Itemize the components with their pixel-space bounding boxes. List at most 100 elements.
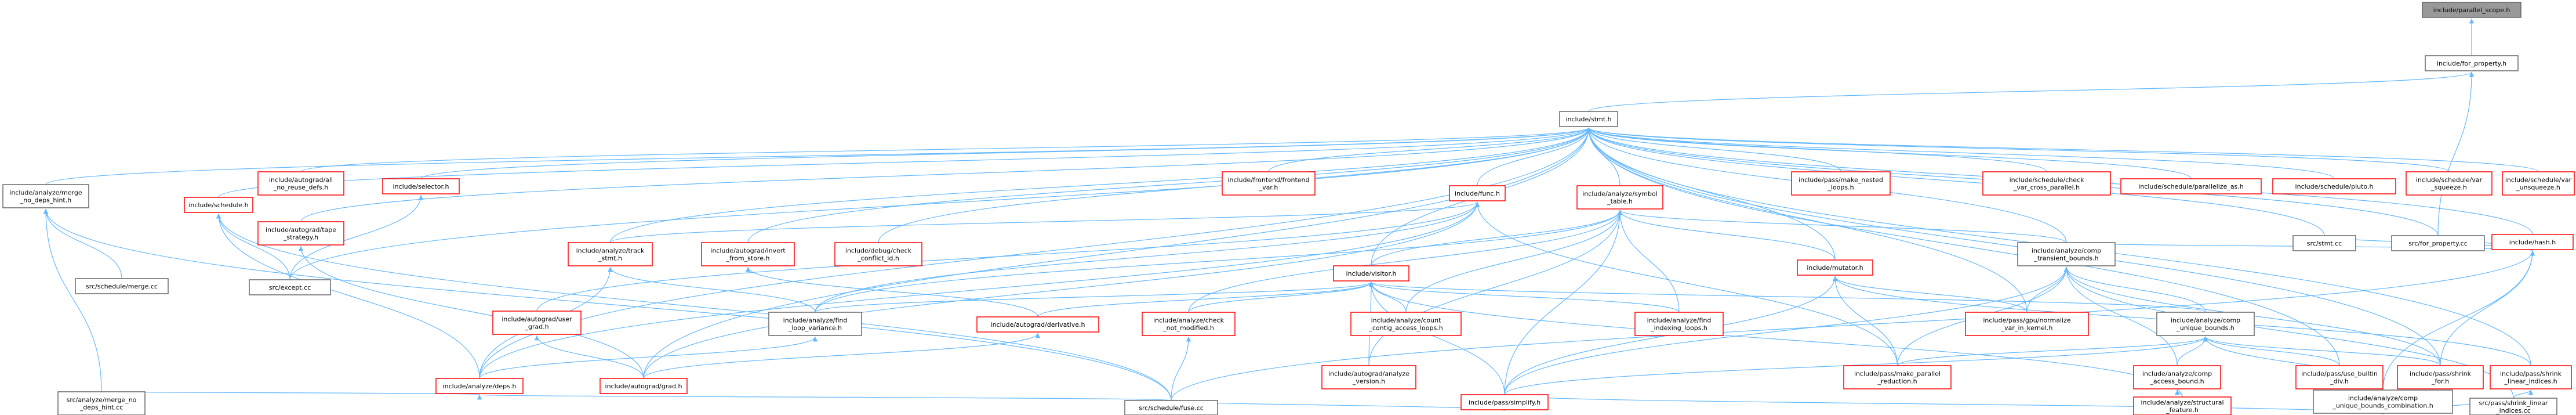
node-check_var_cross_parallel[interactable]: include/schedule/check_var_cross_paralle… xyxy=(1982,171,2111,196)
dependency-edge-schedule-to-fuse_cc xyxy=(216,213,1172,401)
node-label-line: include/mutator.h xyxy=(1807,264,1863,272)
node-visitor[interactable]: include/visitor.h xyxy=(1333,265,1409,282)
node-box xyxy=(1222,171,1316,196)
node-merge_cc[interactable]: src/schedule/merge.cc xyxy=(75,278,169,294)
node-label-line: _loop_variance.h xyxy=(788,324,842,332)
node-label-line: _no_reuse_defs.h xyxy=(273,184,329,192)
node-shrink_for[interactable]: include/pass/shrink_for.h xyxy=(2397,365,2484,389)
node-autograd_all_no_reuse[interactable]: include/autograd/all_no_reuse_defs.h xyxy=(257,171,344,196)
node-comp_access_bound[interactable]: include/analyze/comp_access_bound.h xyxy=(2133,365,2221,389)
node-label-line: _stmt.h xyxy=(598,255,622,262)
node-shrink_linear_indices_cc[interactable]: src/pass/shrink_linear_indices.cc xyxy=(2469,398,2557,415)
dependency-edge-hash-to-comp_unique_bounds_combination xyxy=(2382,250,2535,391)
dependency-edge-stmt-to-frontend_var xyxy=(1268,127,1592,172)
node-symbol_table[interactable]: include/analyze/symbol_table.h xyxy=(1576,185,1663,210)
node-label-line: include/analyze/comp xyxy=(2171,317,2240,324)
dependency-edge-func-to-find_loop_variance xyxy=(815,201,1480,313)
dependency-edge-visitor-to-find_loop_variance xyxy=(815,282,1374,313)
node-label-line: include/pass/use_builtin xyxy=(2301,370,2378,378)
node-parallel_scope[interactable]: include/parallel_scope.h xyxy=(2422,2,2521,18)
node-parallelize_as[interactable]: include/schedule/parallelize_as.h xyxy=(2120,178,2262,194)
node-label-line: src/stmt.cc xyxy=(2307,240,2342,247)
dependency-edge-stmt-to-make_nested_loops xyxy=(1586,127,1841,172)
node-sched_var_unsqueeze[interactable]: include/schedule/var_unsqueeze.h xyxy=(2502,171,2575,196)
node-track_stmt[interactable]: include/analyze/track_stmt.h xyxy=(568,242,653,266)
node-debug_check_conflict_id[interactable]: include/debug/check_conflict_id.h xyxy=(834,242,922,266)
node-autograd_invert_from_store[interactable]: include/autograd/invert_from_store.h xyxy=(701,242,795,266)
node-comp_transient_bounds[interactable]: include/analyze/comp_transient_bounds.h xyxy=(2017,242,2116,266)
node-make_nested_loops[interactable]: include/pass/make_nested_loops.h xyxy=(1791,171,1891,196)
node-find_indexing_loops[interactable]: include/analyze/find_indexing_loops.h xyxy=(1634,312,1724,336)
node-schedule[interactable]: include/schedule.h xyxy=(184,197,253,213)
node-stmt_cc[interactable]: src/stmt.cc xyxy=(2292,235,2356,251)
node-pluto[interactable]: include/schedule/pluto.h xyxy=(2272,178,2396,194)
dependency-edge-comp_transient_bounds-to-comp_access_bound xyxy=(2063,266,2178,366)
node-stmt[interactable]: include/stmt.h xyxy=(1559,111,1618,127)
node-label-line: _var.h xyxy=(1259,184,1278,192)
node-fuse_cc[interactable]: src/schedule/fuse.cc xyxy=(1124,400,1218,415)
dependency-edge-symbol_table-to-simplify xyxy=(1504,210,1623,395)
node-label-line: _unique_bounds_combination.h xyxy=(2332,402,2433,410)
node-box xyxy=(568,242,653,266)
node-mutator[interactable]: include/mutator.h xyxy=(1797,259,1873,276)
node-comp_unique_bounds_combination[interactable]: include/analyze/comp_unique_bounds_combi… xyxy=(2313,389,2453,414)
node-box xyxy=(1982,171,2111,196)
node-except_cc[interactable]: src/except.cc xyxy=(249,279,331,295)
node-box xyxy=(2397,365,2484,389)
node-autograd_user_grad[interactable]: include/autograd/user_grad.h xyxy=(492,311,582,335)
dependency-edge-comp_transient_bounds-to-comp_unique_bounds xyxy=(2063,266,2206,313)
node-autograd_analyze_version[interactable]: include/autograd/analyze_version.h xyxy=(1321,365,1416,389)
node-make_parallel_reduction[interactable]: include/pass/make_parallel_reduction.h xyxy=(1843,365,1952,389)
node-frontend_var[interactable]: include/frontend/frontend_var.h xyxy=(1222,171,1316,196)
dependency-edge-symbol_table-to-count_contig_access_loops xyxy=(1405,210,1623,313)
node-for_property[interactable]: include/for_property.h xyxy=(2425,55,2519,71)
dependency-edge-find_loop_variance-to-analyze_deps xyxy=(479,336,818,379)
dependency-edge-comp_unique_bounds-to-shrink_for xyxy=(2203,336,2441,366)
node-label-line: include/schedule/var xyxy=(2505,176,2572,184)
node-label-line: _var_in_kernel.h xyxy=(2001,324,2053,332)
node-hash[interactable]: include/hash.h xyxy=(2491,234,2574,250)
dependency-edge-merge_no_deps_hint-to-merge_no_deps_hint_cc xyxy=(43,208,102,392)
node-autograd_tape_strategy[interactable]: include/autograd/tape_strategy.h xyxy=(257,221,344,246)
node-box xyxy=(184,197,253,213)
node-label-line: _version.h xyxy=(1352,378,1385,385)
node-box xyxy=(1843,365,1952,389)
node-box xyxy=(435,378,524,394)
dependency-edge-visitor-to-find_indexing_loops xyxy=(1368,282,1680,313)
dependency-edge-stmt-to-shrink_for xyxy=(1586,127,2441,366)
dependency-edge-stmt-to-func xyxy=(1477,127,1592,186)
node-comp_unique_bounds[interactable]: include/analyze/comp_unique_bounds.h xyxy=(2156,312,2255,336)
node-label-line: include/pass/make_nested xyxy=(1799,176,1883,184)
node-autograd_grad[interactable]: include/autograd/grad.h xyxy=(600,378,688,394)
node-selector[interactable]: include/selector.h xyxy=(382,178,460,194)
node-box xyxy=(2133,396,2232,415)
node-func[interactable]: include/func.h xyxy=(1449,185,1506,201)
node-sched_var_squeeze[interactable]: include/schedule/var_squeeze.h xyxy=(2406,171,2493,196)
node-check_not_modified[interactable]: include/analyze/check_not_modified.h xyxy=(1142,312,1236,336)
node-box xyxy=(57,391,146,415)
dependency-edge-comp_unique_bounds-to-make_parallel_reduction xyxy=(1896,336,2208,366)
node-merge_no_deps_hint_cc[interactable]: src/analyze/merge_no_deps_hint.cc xyxy=(57,391,146,415)
node-find_loop_variance[interactable]: include/analyze/find_loop_variance.h xyxy=(768,312,862,336)
dependency-edge-stmt-to-autograd_all_no_reuse xyxy=(300,127,1591,172)
node-shrink_linear_indices[interactable]: include/pass/shrink_linear_indices.h xyxy=(2490,365,2572,389)
node-box xyxy=(2469,398,2557,415)
dependency-edge-merge_no_deps_hint-to-fuse_cc xyxy=(43,208,1172,401)
node-autograd_derivative[interactable]: include/autograd/derivative.h xyxy=(976,316,1099,333)
node-use_builtin_div[interactable]: include/pass/use_builtin_div.h xyxy=(2295,365,2384,389)
node-label-line: _indices.cc xyxy=(2495,407,2531,414)
node-box xyxy=(2422,2,2521,18)
node-for_property_cc[interactable]: src/for_property.cc xyxy=(2391,235,2485,251)
node-box xyxy=(701,242,795,266)
dependency-edge-autograd_derivative-to-autograd_grad xyxy=(643,333,1041,379)
node-count_contig_access_loops[interactable]: include/analyze/count_contig_access_loop… xyxy=(1350,312,1462,336)
node-box xyxy=(1350,312,1462,336)
node-label-line: include/analyze/symbol xyxy=(1582,190,1658,198)
node-analyze_deps[interactable]: include/analyze/deps.h xyxy=(435,378,524,394)
node-label-line: _div.h xyxy=(2330,378,2349,385)
node-label-line: include/analyze/count xyxy=(1371,317,1442,324)
node-structural_feature[interactable]: include/analyze/structural_feature.h xyxy=(2133,396,2232,415)
node-gpu_normalize_var_in_kernel[interactable]: include/pass/gpu/normalize_var_in_kernel… xyxy=(1965,312,2089,336)
node-simplify[interactable]: include/pass/simplify.h xyxy=(1460,394,1549,410)
node-merge_no_deps_hint[interactable]: include/analyze/merge_no_deps_hint.h xyxy=(2,184,89,208)
